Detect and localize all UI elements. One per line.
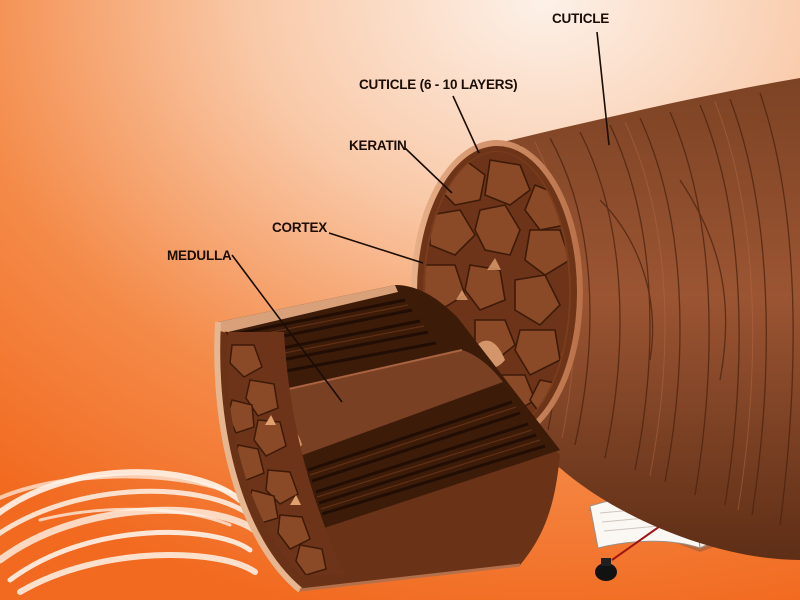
label-text-cuticle: CUTICLE bbox=[552, 11, 609, 26]
ink-bottle-icon bbox=[595, 558, 617, 581]
cross-section-small bbox=[227, 332, 345, 575]
label-cuticle-outer: CUTICLE bbox=[552, 11, 610, 146]
label-text-cortex: CORTEX bbox=[272, 220, 327, 235]
label-text-cuticle-layers: CUTICLE (6 - 10 LAYERS) bbox=[359, 77, 517, 92]
medulla-band bbox=[262, 350, 503, 456]
label-text-keratin: KERATIN bbox=[349, 138, 407, 153]
hair-strand-icon bbox=[0, 469, 259, 595]
label-cortex: CORTEX bbox=[272, 220, 424, 264]
label-cuticle-layers: CUTICLE (6 - 10 LAYERS) bbox=[359, 77, 518, 154]
label-keratin: KERATIN bbox=[349, 138, 453, 194]
label-medulla: MEDULLA bbox=[167, 248, 343, 403]
label-text-medulla: MEDULLA bbox=[167, 248, 232, 263]
